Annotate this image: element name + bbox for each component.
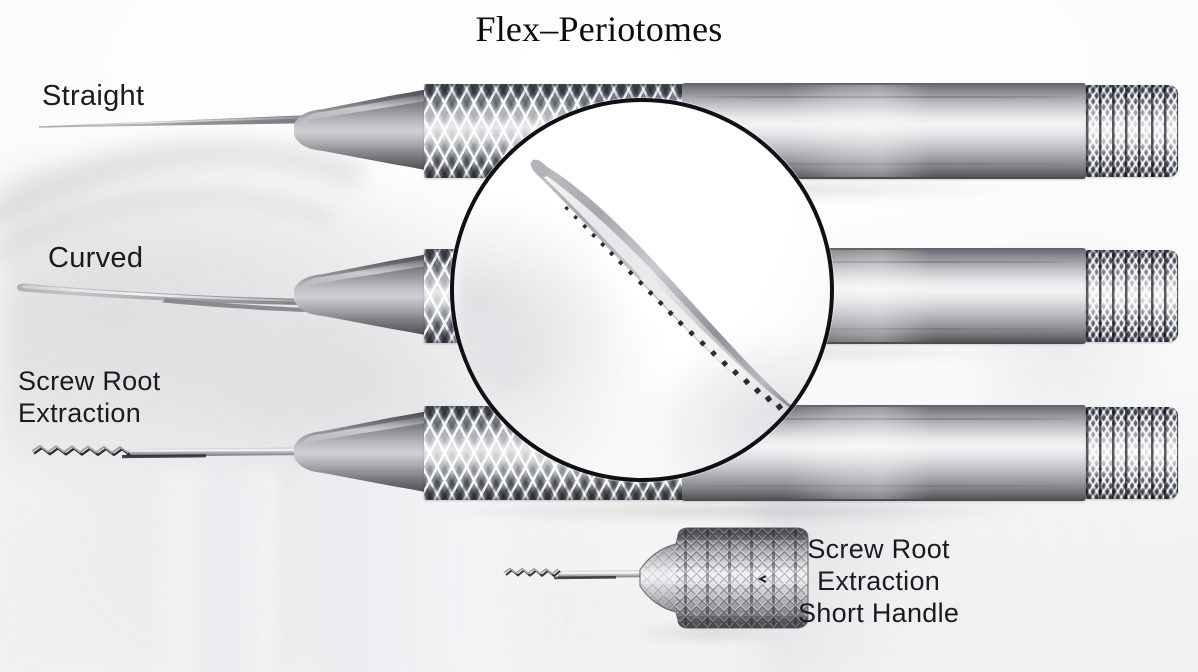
handle-seam-curved-top [690,261,1078,263]
label-screw-root-extraction: Screw Root Extraction [18,366,161,428]
page-title: Flex–Periotomes [475,9,723,49]
handle-seam-straight-bottom [690,163,1078,165]
ferrule-cone-curved [288,249,440,341]
label-screw-root-extraction-short-handle: Screw Root Extraction Short Handle [798,534,960,628]
shadow-screw-root [300,498,1160,524]
ferrule-cone-screw-root [288,406,440,498]
ferrule-cone-straight [288,84,440,176]
screw-root-tip [18,432,318,476]
label-straight: Straight [42,80,145,112]
handle-seam-screw-root-bottom [690,485,1078,487]
end-knurl-rings-screw-root [1086,407,1178,499]
handle-seam-screw-root-top [690,418,1078,420]
handle-seam-curved-bottom [690,328,1078,330]
end-knurl-rings-curved [1086,250,1178,342]
short-handle-knurled-grip [614,524,810,632]
background-haze-right [760,480,1198,672]
background-column-blur [150,470,276,672]
handle-seam-straight-top [690,96,1078,98]
magnified-curved-blade [454,102,830,478]
straight-blade-tip [38,100,318,140]
curved-blade-tip [14,268,330,316]
end-knurl-rings-straight [1086,85,1178,177]
magnifier-background-wash [454,102,830,478]
label-curved: Curved [48,242,144,274]
short-handle-screw-tip [496,558,646,590]
magnifier-circle [450,98,834,482]
